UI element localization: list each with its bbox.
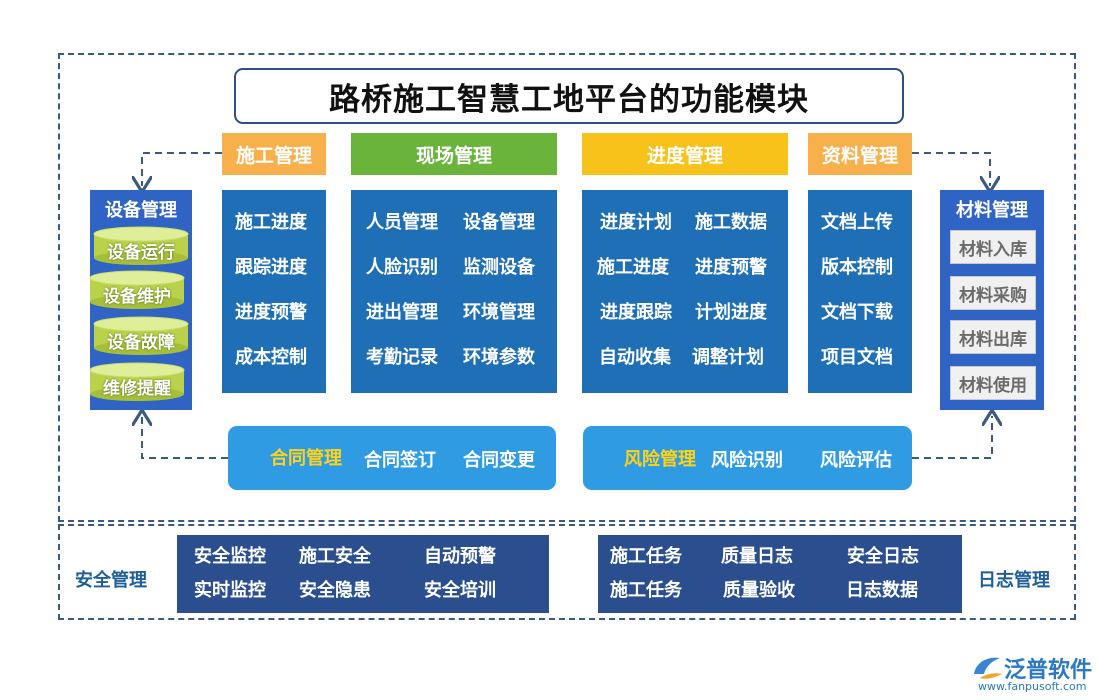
documents-item[interactable]: 文档下载 — [821, 302, 893, 323]
logs-item[interactable]: 质量验收 — [723, 580, 795, 601]
progress-panel: 进度计划 施工数据 施工进度 进度预警 进度跟踪 计划进度 自动收集 调整计划 — [582, 190, 788, 393]
safety-item[interactable]: 安全隐患 — [299, 580, 371, 601]
category-progress-header[interactable]: 进度管理 — [582, 133, 788, 175]
category-construction-header[interactable]: 施工管理 — [222, 133, 326, 175]
site-item[interactable]: 设备管理 — [463, 212, 535, 233]
risk-item[interactable]: 风险识别 — [711, 450, 783, 471]
documents-panel: 文档上传 版本控制 文档下载 项目文档 — [808, 190, 912, 393]
progress-item[interactable]: 进度跟踪 — [600, 302, 672, 323]
construction-item[interactable]: 施工进度 — [235, 212, 307, 233]
materials-item[interactable]: 材料采购 — [950, 276, 1036, 310]
site-item[interactable]: 环境参数 — [463, 347, 535, 368]
logs-panel: 施工任务 质量日志 安全日志 施工任务 质量验收 日志数据 — [598, 535, 962, 613]
contract-title[interactable]: 合同管理 — [270, 448, 342, 469]
safety-item[interactable]: 实时监控 — [194, 580, 266, 601]
risk-item[interactable]: 风险评估 — [820, 450, 892, 471]
equipment-item: 设备维护 — [103, 287, 171, 307]
database-cylinder-icon[interactable]: 设备运行 — [93, 226, 189, 266]
page-title: 路桥施工智慧工地平台的功能模块 — [234, 68, 904, 124]
safety-item[interactable]: 自动预警 — [424, 546, 496, 567]
logs-item[interactable]: 施工任务 — [610, 580, 682, 601]
safety-item[interactable]: 安全监控 — [194, 546, 266, 567]
database-cylinder-icon[interactable]: 维修提醒 — [89, 362, 185, 402]
brand-name: 泛普软件 — [1004, 657, 1093, 683]
site-item[interactable]: 监测设备 — [463, 257, 535, 278]
database-cylinder-icon[interactable]: 设备维护 — [89, 270, 185, 310]
site-panel: 人员管理 设备管理 人脸识别 监测设备 进出管理 环境管理 考勤记录 环境参数 — [351, 190, 557, 393]
brand-url: www.fanpusoft.com — [978, 680, 1087, 693]
risk-title[interactable]: 风险管理 — [624, 449, 696, 470]
safety-item[interactable]: 施工安全 — [299, 546, 371, 567]
database-cylinder-icon[interactable]: 设备故障 — [93, 316, 189, 356]
fanpu-logo-icon — [974, 657, 1002, 679]
logs-item[interactable]: 安全日志 — [847, 546, 919, 567]
equipment-title: 设备管理 — [105, 200, 177, 221]
logs-item[interactable]: 施工任务 — [610, 546, 682, 567]
main-frame — [58, 53, 1076, 522]
bottom-frame — [58, 524, 1076, 620]
progress-item[interactable]: 进度预警 — [695, 257, 767, 278]
progress-item[interactable]: 进度计划 — [600, 212, 672, 233]
construction-item[interactable]: 进度预警 — [235, 302, 307, 323]
contract-item[interactable]: 合同签订 — [364, 450, 436, 471]
materials-item[interactable]: 材料出库 — [950, 320, 1036, 354]
category-site-header[interactable]: 现场管理 — [351, 133, 557, 175]
contract-panel: 合同管理 合同签订 合同变更 — [228, 426, 556, 490]
materials-title: 材料管理 — [956, 200, 1028, 221]
documents-item[interactable]: 版本控制 — [821, 257, 893, 278]
site-item[interactable]: 进出管理 — [366, 302, 438, 323]
logs-label: 日志管理 — [978, 570, 1050, 591]
equipment-panel: 设备管理 设备运行 设备维护 设备故障 维修提醒 — [89, 190, 192, 410]
documents-item[interactable]: 项目文档 — [821, 347, 893, 368]
progress-item[interactable]: 施工数据 — [695, 212, 767, 233]
progress-item[interactable]: 施工进度 — [597, 257, 669, 278]
equipment-item: 维修提醒 — [103, 379, 171, 399]
materials-item[interactable]: 材料使用 — [950, 366, 1036, 400]
category-documents-header[interactable]: 资料管理 — [808, 133, 912, 175]
contract-item[interactable]: 合同变更 — [463, 450, 535, 471]
progress-item[interactable]: 调整计划 — [692, 347, 764, 368]
logs-item[interactable]: 日志数据 — [846, 580, 918, 601]
equipment-item: 设备运行 — [107, 243, 175, 263]
logs-item[interactable]: 质量日志 — [721, 546, 793, 567]
risk-panel: 风险管理 风险识别 风险评估 — [583, 426, 912, 490]
equipment-item: 设备故障 — [107, 333, 175, 353]
safety-panel: 安全监控 施工安全 自动预警 实时监控 安全隐患 安全培训 — [177, 535, 549, 613]
site-item[interactable]: 人脸识别 — [366, 257, 438, 278]
site-item[interactable]: 环境管理 — [463, 302, 535, 323]
site-item[interactable]: 考勤记录 — [366, 347, 438, 368]
progress-item[interactable]: 自动收集 — [599, 347, 671, 368]
materials-item[interactable]: 材料入库 — [950, 230, 1036, 264]
construction-item[interactable]: 跟踪进度 — [235, 257, 307, 278]
progress-item[interactable]: 计划进度 — [695, 302, 767, 323]
site-item[interactable]: 人员管理 — [366, 212, 438, 233]
construction-panel: 施工进度 跟踪进度 进度预警 成本控制 — [222, 190, 326, 393]
construction-item[interactable]: 成本控制 — [235, 347, 307, 368]
materials-panel: 材料管理 材料入库 材料采购 材料出库 材料使用 — [940, 190, 1044, 410]
documents-item[interactable]: 文档上传 — [821, 212, 893, 233]
safety-label: 安全管理 — [75, 570, 147, 591]
safety-item[interactable]: 安全培训 — [424, 580, 496, 601]
